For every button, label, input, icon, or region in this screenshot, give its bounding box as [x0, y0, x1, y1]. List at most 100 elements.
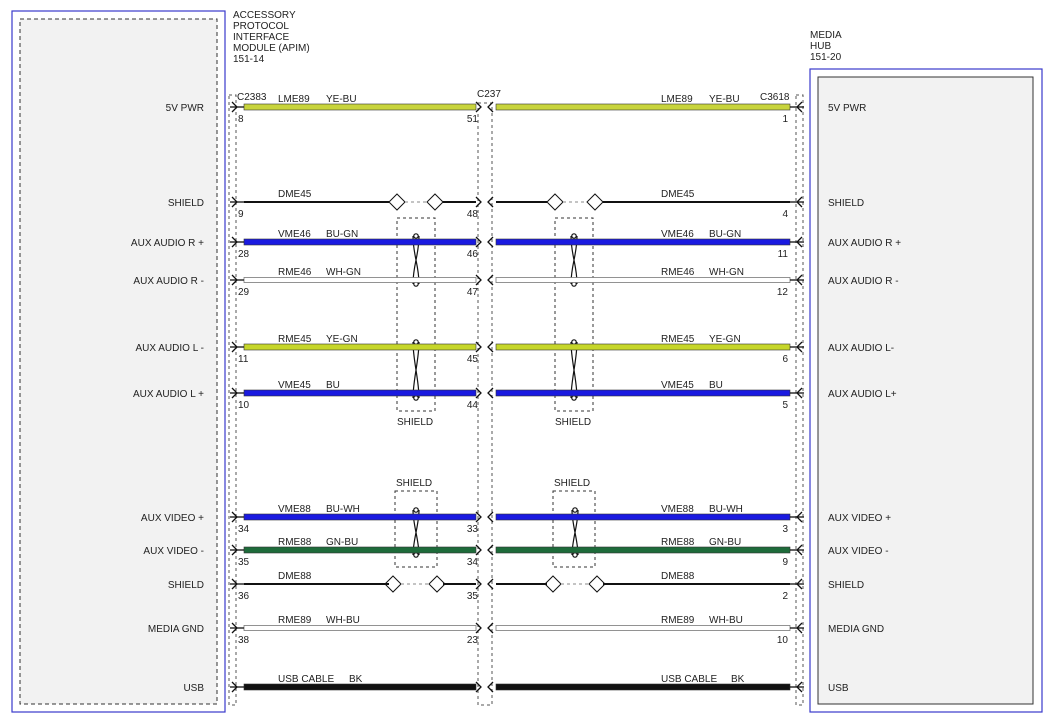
- pin-right: 6: [782, 354, 788, 365]
- left-signal-label: AUX AUDIO R -: [133, 276, 204, 287]
- circuit-id-left: DME45: [278, 189, 312, 200]
- wire-segment: [495, 683, 791, 691]
- wire-color-left: WH-BU: [326, 615, 360, 626]
- pin-middle: 46: [467, 249, 479, 260]
- circuit-id-left: RME89: [278, 615, 312, 626]
- connector-pin-marker: [475, 511, 482, 523]
- pin-middle: 47: [467, 287, 479, 298]
- wire-color-right: YE-GN: [709, 334, 741, 345]
- pin-right: 9: [782, 557, 788, 568]
- media-hub-title-line-3: 151-20: [810, 52, 842, 63]
- left-signal-label: AUX AUDIO R +: [131, 238, 204, 249]
- shield-label-video-left: SHIELD: [396, 478, 432, 489]
- connector-c237-outline: [477, 102, 493, 706]
- pin-middle: 35: [467, 591, 479, 602]
- connector-pin-marker: [475, 387, 482, 399]
- pin-left: 9: [238, 209, 244, 220]
- circuit-id-right: DME45: [661, 189, 695, 200]
- circuit-id-right: USB CABLE: [661, 674, 717, 685]
- pin-left: 8: [238, 114, 244, 125]
- wire-color-right: BK: [731, 674, 745, 685]
- apim-title-line-4: MODULE (APIM): [233, 43, 310, 54]
- circuit-id-right: RME88: [661, 537, 695, 548]
- pin-middle: 23: [467, 635, 479, 646]
- pin-right: 5: [782, 400, 788, 411]
- shield-box-video-left: [394, 490, 438, 568]
- wire-segment: [243, 625, 477, 631]
- connector-pin-marker: [475, 681, 482, 693]
- left-signal-label: SHIELD: [168, 580, 204, 591]
- pin-middle: 34: [467, 557, 479, 568]
- shield-label-video-right: SHIELD: [554, 478, 590, 489]
- connector-c2383-outline: [228, 94, 237, 706]
- wire-color-right: BU-GN: [709, 229, 741, 240]
- wire-color-right: GN-BU: [709, 537, 741, 548]
- wire-color-right: BU: [709, 380, 723, 391]
- right-signal-label: SHIELD: [828, 580, 864, 591]
- right-signal-label: MEDIA GND: [828, 624, 884, 635]
- wire-segment: [495, 343, 791, 351]
- shield-label-audio-right: SHIELD: [555, 417, 591, 428]
- wire-segment: [243, 277, 477, 283]
- circuit-id-left: USB CABLE: [278, 674, 334, 685]
- pin-right: 4: [782, 209, 788, 220]
- shield-box-audio-right: [554, 217, 594, 412]
- wire-color-right: WH-BU: [709, 615, 743, 626]
- pin-right: 2: [782, 591, 788, 602]
- wire-color-left: BU-WH: [326, 504, 360, 515]
- right-signal-label: SHIELD: [828, 198, 864, 209]
- circuit-id-right: RME46: [661, 267, 695, 278]
- connector-pin-marker: [487, 274, 494, 286]
- wire-segment: [495, 513, 791, 521]
- circuit-id-left: VME46: [278, 229, 311, 240]
- circuit-id-right: VME88: [661, 504, 694, 515]
- media-hub-title-line-2: HUB: [810, 41, 831, 52]
- wire-color-left: GN-BU: [326, 537, 358, 548]
- left-signal-label: AUX AUDIO L -: [135, 343, 204, 354]
- connector-pin-marker: [475, 622, 482, 634]
- wire-color-left: BU: [326, 380, 340, 391]
- circuit-id-left: VME88: [278, 504, 311, 515]
- wire-segment: [495, 625, 791, 631]
- circuit-id-left: RME45: [278, 334, 312, 345]
- connector-pin-marker: [475, 101, 482, 113]
- connector-pin-marker: [487, 681, 494, 693]
- apim-title-line-3: INTERFACE: [233, 32, 289, 43]
- wire-color-right: YE-BU: [709, 94, 740, 105]
- wire-segment: [495, 103, 791, 111]
- pin-left: 11: [238, 354, 249, 365]
- pin-middle: 44: [467, 400, 479, 411]
- pin-left: 36: [238, 591, 250, 602]
- connector-pin-marker: [475, 544, 482, 556]
- left-signal-label: AUX VIDEO -: [143, 546, 204, 557]
- pin-right: 11: [778, 249, 789, 260]
- shield-label-audio-left: SHIELD: [397, 417, 433, 428]
- circuit-id-left: LME89: [278, 94, 310, 105]
- drain-gaps: [401, 201, 589, 585]
- connector-c3618-label: C3618: [760, 92, 790, 103]
- connector-pin-marker: [487, 622, 494, 634]
- wire-segment: [495, 546, 791, 554]
- connector-pin-marker: [487, 101, 494, 113]
- left-signal-label: MEDIA GND: [148, 624, 204, 635]
- shield-box-video-right: [552, 490, 596, 568]
- pin-middle: 48: [467, 209, 479, 220]
- right-signal-label: AUX AUDIO L+: [828, 389, 897, 400]
- connector-c3618-outline: [795, 94, 804, 706]
- apim-module: [11, 10, 226, 713]
- wire-color-left: BU-GN: [326, 229, 358, 240]
- media-hub-module: [809, 68, 1043, 713]
- connector-c237-label: C237: [477, 89, 501, 100]
- right-signal-label: AUX VIDEO -: [828, 546, 889, 557]
- connector-pin-marker: [487, 236, 494, 248]
- wire-segment: [495, 389, 791, 397]
- pin-left: 29: [238, 287, 250, 298]
